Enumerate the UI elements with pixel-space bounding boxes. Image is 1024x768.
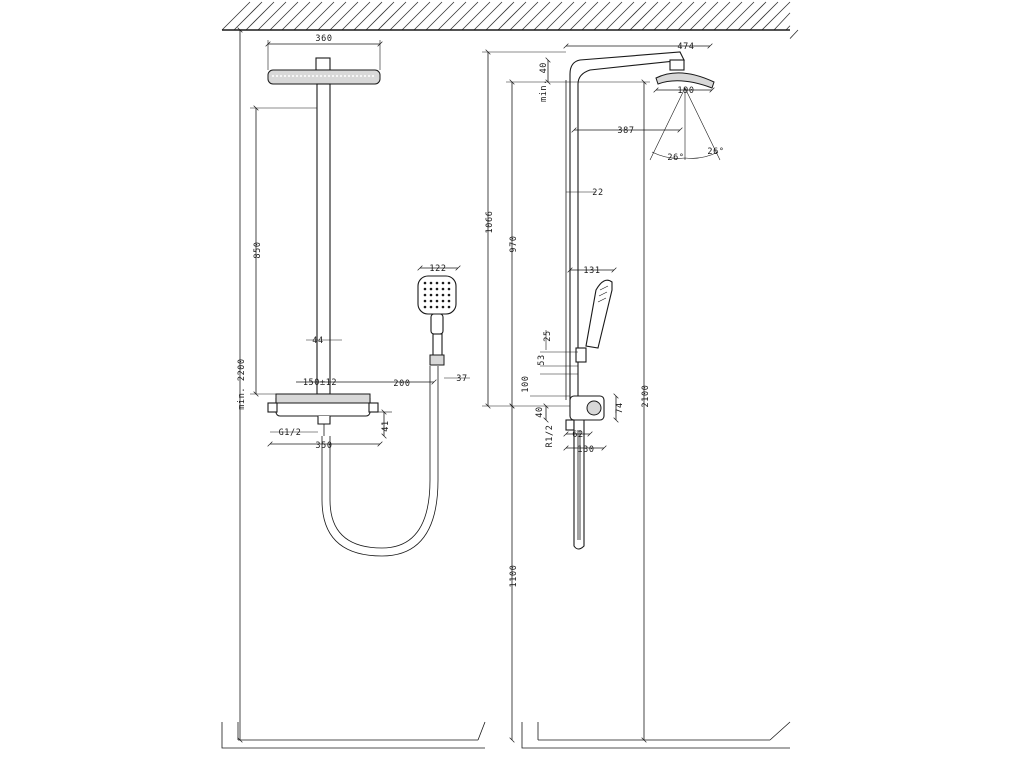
dim-head-depth: 190 <box>677 86 694 96</box>
shower-hose-front <box>321 366 439 557</box>
hand-shower-side <box>575 279 613 363</box>
dim-hand-shower-reach: 131 <box>583 266 600 276</box>
dim-mixer-width: 350 <box>315 441 332 451</box>
dim-floor-to-head: 2100 <box>641 385 651 408</box>
ceiling <box>221 0 799 39</box>
dim-spray-angle-right: 26° <box>707 147 724 157</box>
dim-mixer-height-front: 41 <box>381 420 391 431</box>
dim-mixer-front: 74 <box>615 402 625 413</box>
dim-mixer-to-head: 970 <box>509 235 519 252</box>
floor-left <box>221 721 486 749</box>
dim-projection: 474 <box>677 42 694 52</box>
shower-pipe-front <box>316 83 331 395</box>
floor-right <box>521 721 791 749</box>
dim-mixer-depth-b: 130 <box>577 445 594 455</box>
dim-head-width: 360 <box>315 34 332 44</box>
dim-mixer-depth-a: 62 <box>572 430 583 440</box>
dim-head-clearance: min. 40 <box>539 62 549 102</box>
dim-hand-shower-width: 122 <box>429 264 446 274</box>
dim-bar-to-head: 850 <box>253 241 263 258</box>
thermostat-front <box>267 393 379 436</box>
front-dimensions <box>240 30 470 740</box>
shower-pipe-side <box>569 51 685 401</box>
dim-total-height: min. 2200 <box>237 358 247 409</box>
dim-pipe-diameter-side: 22 <box>592 188 603 198</box>
dim-holder-offset-a: 25 <box>543 330 553 341</box>
dim-floor-to-mixer: 1100 <box>509 565 519 588</box>
dim-center-distance: 150±12 <box>303 378 337 388</box>
dim-thread-front: G1/2 <box>279 428 302 438</box>
dim-spray-angle-left: 26° <box>667 153 684 163</box>
side-view: 474 190 min. 40 387 26° 26° 22 1066 970 … <box>482 42 724 740</box>
thermostat-side <box>565 395 605 431</box>
dim-mixer-height-side: 40 <box>535 406 545 417</box>
overhead-shower-side <box>655 59 715 89</box>
dim-mixer-to-top: 1066 <box>485 211 495 234</box>
side-dimensions <box>482 46 712 740</box>
overhead-shower-front <box>267 57 381 85</box>
dim-holder-depth: 37 <box>456 374 467 384</box>
dim-arm-reach: 387 <box>617 126 634 136</box>
dim-holder-offset-c: 100 <box>521 375 531 392</box>
dim-hand-shower-offset: 200 <box>393 379 410 389</box>
dim-pipe-diameter: 44 <box>312 336 323 346</box>
dim-thread-side: R1/2 <box>545 425 555 448</box>
dim-holder-offset-b: 53 <box>537 354 547 365</box>
hand-shower-front <box>417 275 457 366</box>
front-view: 360 850 44 min. 2200 150±12 200 37 122 G… <box>237 30 470 740</box>
